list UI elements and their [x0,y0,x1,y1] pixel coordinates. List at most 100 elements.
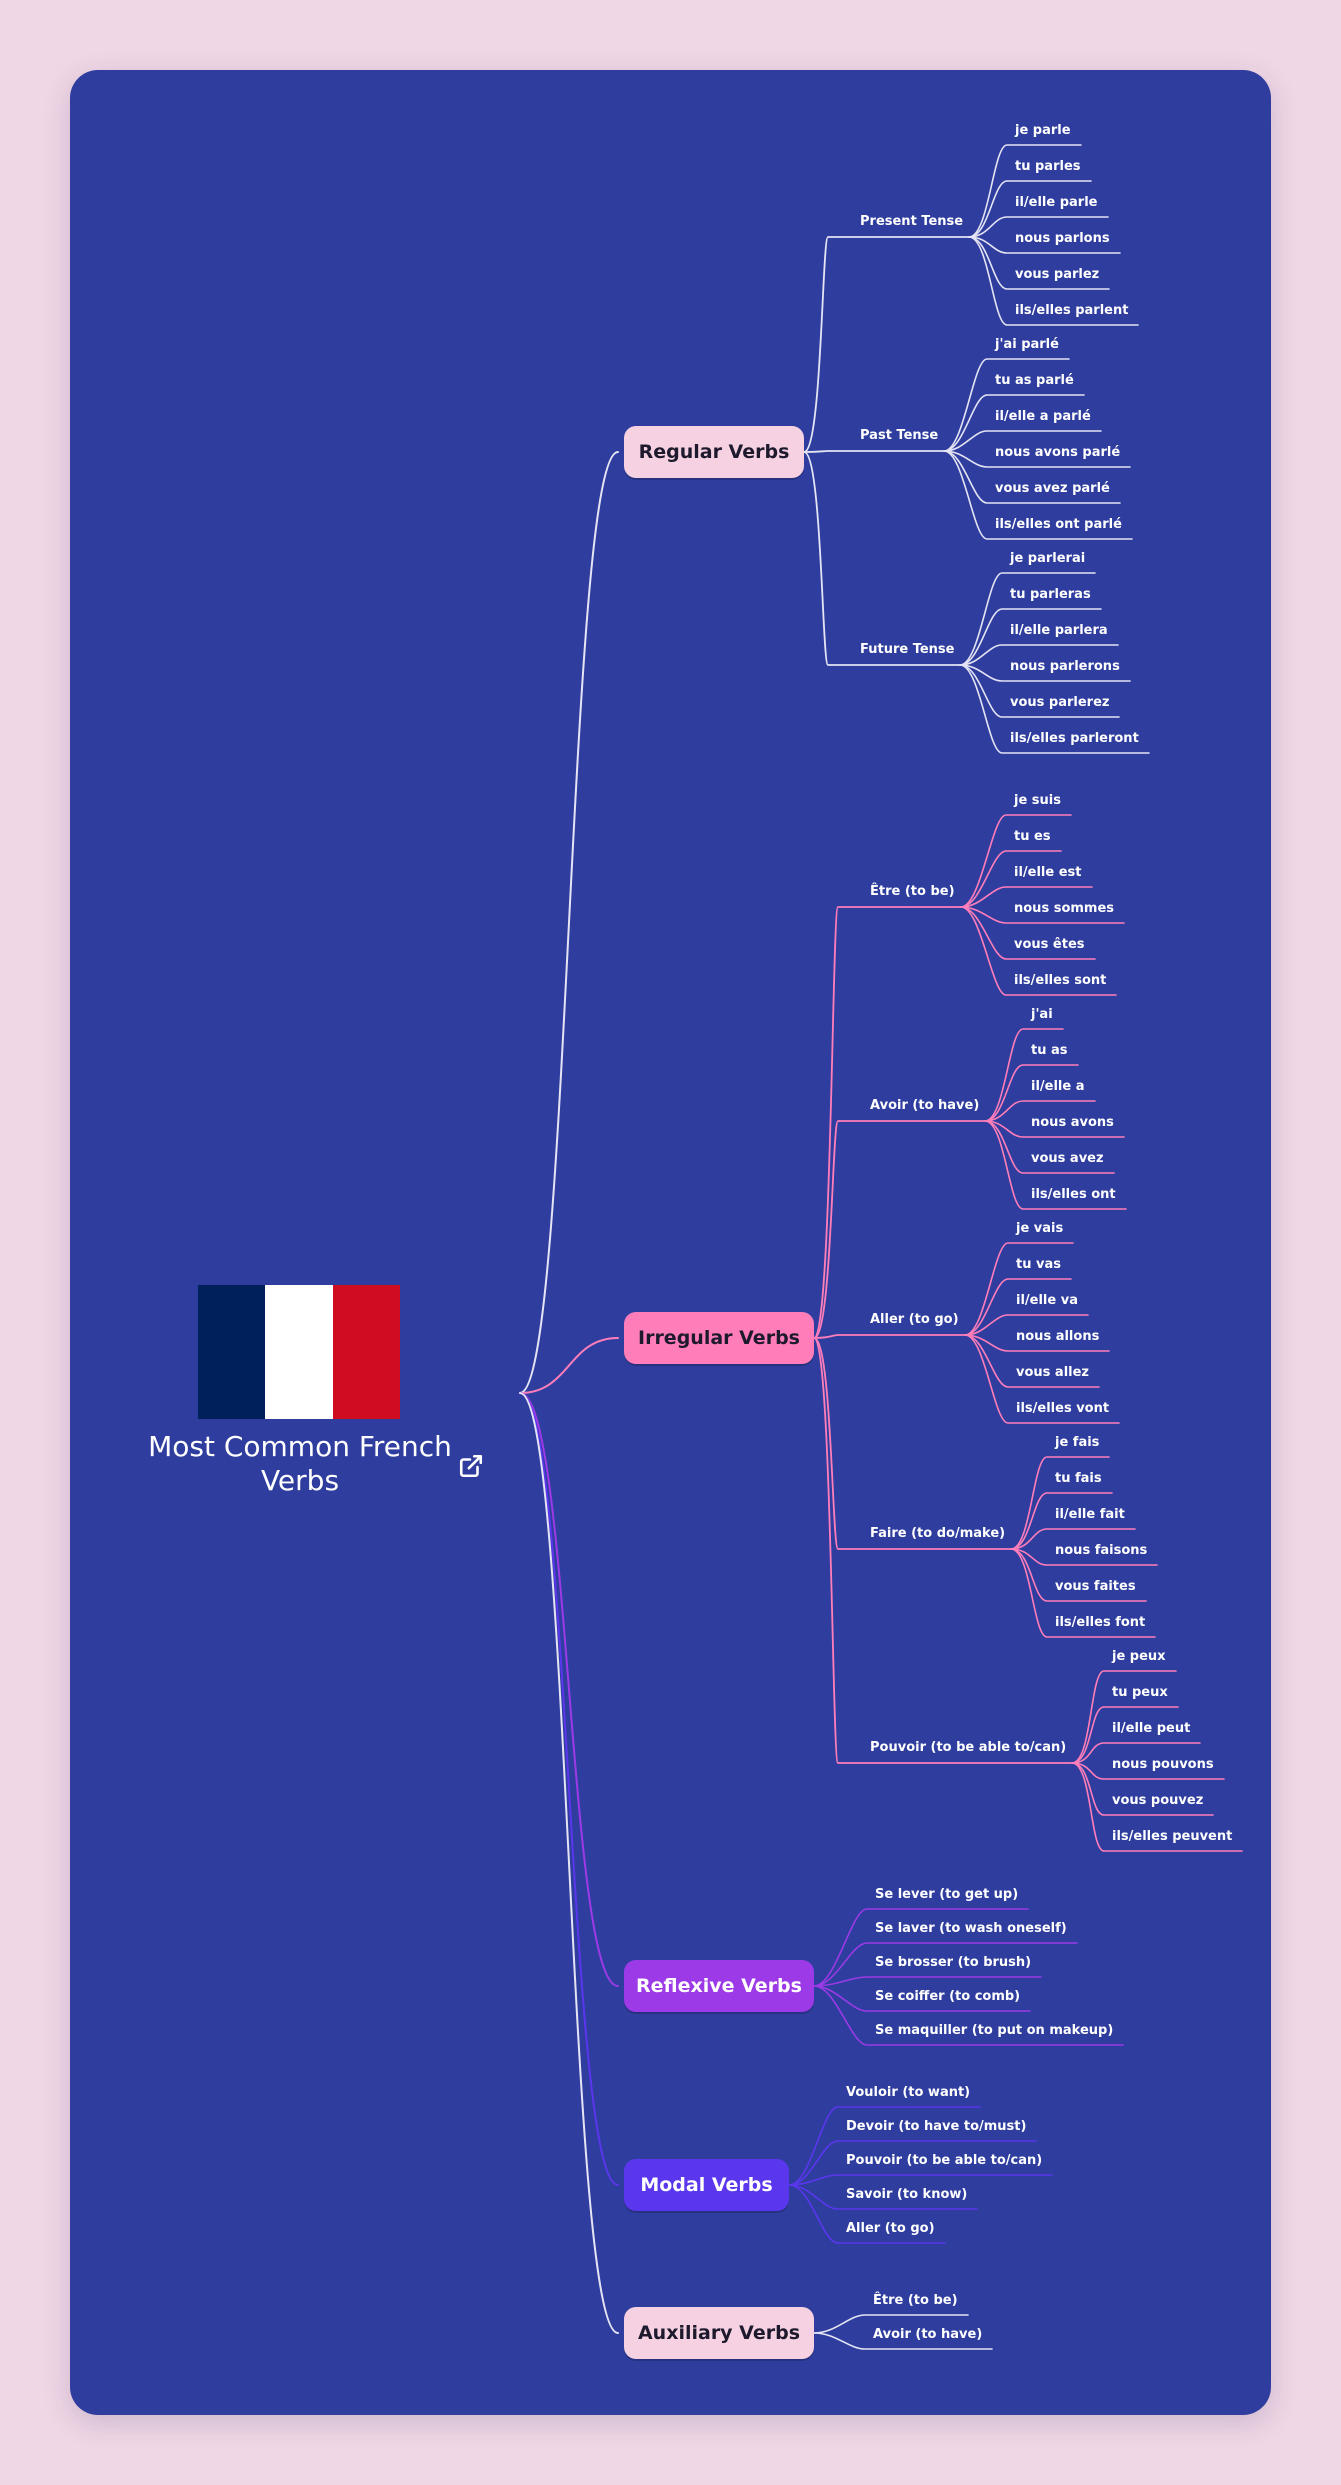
leaf-item[interactable]: il/elle a parlé [995,409,1091,424]
link-root-to-auxiliary-verbs [519,1392,619,2334]
leaf-item[interactable]: tu es [1014,829,1051,844]
leaf-item[interactable]: il/elle est [1014,865,1082,880]
leaf-item[interactable]: vous faites [1055,1579,1136,1594]
link-leaf [1010,1528,1136,1550]
topic-regular-verbs-2[interactable]: Future Tense [860,642,955,657]
leaf-item[interactable]: Se coiffer (to comb) [875,1989,1021,2004]
topic-regular-verbs-1[interactable]: Past Tense [860,428,939,443]
leaf-item[interactable]: je parle [1015,123,1071,138]
leaf-item[interactable]: je suis [1014,793,1061,808]
leaf-item[interactable]: tu parles [1015,159,1081,174]
leaf-item[interactable]: il/elle fait [1055,1507,1125,1522]
leaf-item[interactable]: je fais [1055,1435,1100,1450]
link-leaf [968,144,1082,238]
leaf-item[interactable]: tu peux [1112,1685,1168,1700]
leaf-item[interactable]: vous avez parlé [995,481,1110,496]
leaf-item[interactable]: Se brosser (to brush) [875,1955,1032,1970]
leaf-item[interactable]: ils/elles ont parlé [995,517,1122,532]
leaf-item[interactable]: tu as [1031,1043,1068,1058]
leaf-item[interactable]: nous faisons [1055,1543,1148,1558]
topic-irregular-verbs-0[interactable]: Être (to be) [870,884,955,899]
leaf-item[interactable]: vous avez [1031,1151,1104,1166]
leaf-item[interactable]: Se lever (to get up) [875,1887,1019,1902]
leaf-item[interactable]: vous allez [1016,1365,1089,1380]
leaf-item[interactable]: vous parlez [1015,267,1100,282]
topic-irregular-verbs-4[interactable]: Pouvoir (to be able to/can) [870,1740,1067,1755]
leaf-item[interactable]: ils/elles parlent [1015,303,1129,318]
topic-regular-verbs-0[interactable]: Present Tense [860,214,964,229]
branch-reflexive-verbs[interactable]: Reflexive Verbs [624,1960,814,2012]
link-leaf [1010,1456,1110,1550]
link-leaf [960,906,1096,960]
link-leaf [960,814,1072,908]
link-leaf [813,1985,1124,2046]
leaf-item[interactable]: Devoir (to have to/must) [846,2119,1027,2134]
leaf-item[interactable]: vous parlerez [1010,695,1110,710]
leaf-item[interactable]: Aller (to go) [846,2221,935,2236]
topic-irregular-verbs-1[interactable]: Avoir (to have) [870,1098,980,1113]
link-irregular-verbs-topic-0 [813,906,962,1339]
leaf-item[interactable]: nous pouvons [1112,1757,1214,1772]
leaf-item[interactable]: j'ai [1031,1007,1053,1022]
flag-stripe-white [265,1285,333,1419]
leaf-item[interactable]: je parlerai [1010,551,1086,566]
leaf-item[interactable]: tu vas [1016,1257,1061,1272]
branch-irregular-verbs[interactable]: Irregular Verbs [624,1312,814,1364]
link-leaf [959,664,1131,682]
link-leaf [968,216,1109,238]
leaf-item[interactable]: nous sommes [1014,901,1115,916]
leaf-item[interactable]: Se laver (to wash oneself) [875,1921,1067,1936]
link-root-to-reflexive-verbs [519,1392,619,1987]
leaf-item[interactable]: il/elle parle [1015,195,1098,210]
leaf-item[interactable]: il/elle va [1016,1293,1078,1308]
link-leaf [968,236,1139,326]
topic-irregular-verbs-2[interactable]: Aller (to go) [870,1312,959,1327]
leaf-item[interactable]: Pouvoir (to be able to/can) [846,2153,1043,2168]
leaf-item[interactable]: tu fais [1055,1471,1102,1486]
branch-modal-verbs[interactable]: Modal Verbs [624,2159,789,2211]
leaf-item[interactable]: ils/elles sont [1014,973,1107,988]
leaf-item[interactable]: tu as parlé [995,373,1074,388]
link-leaf [984,1100,1096,1122]
link-leaf [959,664,1120,718]
leaf-item[interactable]: Se maquiller (to put on makeup) [875,2023,1114,2038]
leaf-item[interactable]: nous allons [1016,1329,1100,1344]
link-leaf [968,236,1121,254]
leaf-item[interactable]: ils/elles vont [1016,1401,1110,1416]
leaf-item[interactable]: vous êtes [1014,937,1085,952]
leaf-item[interactable]: vous pouvez [1112,1793,1204,1808]
link-leaf [984,1120,1115,1174]
leaf-item[interactable]: j'ai parlé [995,337,1059,352]
leaf-item[interactable]: nous parlons [1015,231,1110,246]
leaf-item[interactable]: Avoir (to have) [873,2327,983,2342]
branch-regular-verbs[interactable]: Regular Verbs [624,426,804,478]
leaf-item[interactable]: Vouloir (to want) [846,2085,971,2100]
leaf-item[interactable]: ils/elles ont [1031,1187,1116,1202]
leaf-item[interactable]: Savoir (to know) [846,2187,968,2202]
link-leaf [788,2140,1037,2186]
link-leaf [959,664,1150,754]
leaf-item[interactable]: ils/elles font [1055,1615,1146,1630]
link-leaf [964,1242,1074,1336]
topic-irregular-verbs-3[interactable]: Faire (to do/make) [870,1526,1006,1541]
external-link-icon[interactable] [458,1453,484,1479]
leaf-item[interactable]: il/elle peut [1112,1721,1191,1736]
leaf-item[interactable]: ils/elles peuvent [1112,1829,1233,1844]
leaf-item[interactable]: il/elle a [1031,1079,1085,1094]
link-leaf [959,608,1102,666]
leaf-item[interactable]: nous avons [1031,1115,1114,1130]
leaf-item[interactable]: il/elle parlera [1010,623,1108,638]
link-regular-verbs-topic-0 [803,236,970,453]
leaf-item[interactable]: je peux [1112,1649,1166,1664]
branch-auxiliary-verbs[interactable]: Auxiliary Verbs [624,2307,814,2359]
leaf-item[interactable]: nous parlerons [1010,659,1120,674]
leaf-item[interactable]: tu parleras [1010,587,1091,602]
link-irregular-verbs-topic-2 [813,1334,966,1339]
link-leaf [1010,1548,1147,1602]
leaf-item[interactable]: je vais [1016,1221,1064,1236]
link-leaf [813,1985,1031,2012]
leaf-item[interactable]: nous avons parlé [995,445,1121,460]
leaf-item[interactable]: ils/elles parleront [1010,731,1139,746]
leaf-item[interactable]: Être (to be) [873,2293,958,2308]
